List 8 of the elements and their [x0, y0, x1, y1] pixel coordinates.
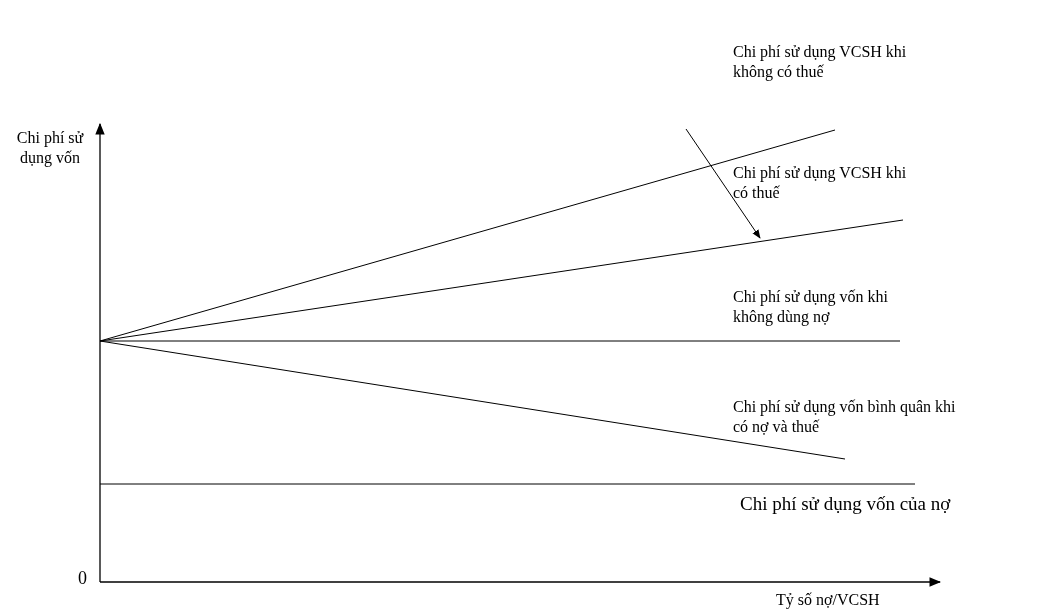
line-label: Chi phí sử dụng VCSH khi có thuế: [733, 163, 908, 203]
tick-label: 0: [78, 568, 87, 588]
axis-label: Chi phí sử dụng vốn: [15, 128, 85, 168]
line-label: Chi phí sử dụng vốn bình quân khi có nợ và thuế: [733, 397, 957, 437]
axis-label: Tỷ số nợ/VCSH: [776, 590, 880, 610]
line-label: Chi phí sử dụng VCSH khi không có thuế: [733, 42, 908, 82]
line-label: Chi phí sử dụng vốn khi không dùng nợ: [733, 287, 889, 327]
line-label: Chi phí sử dụng vốn của nợ: [740, 494, 951, 514]
